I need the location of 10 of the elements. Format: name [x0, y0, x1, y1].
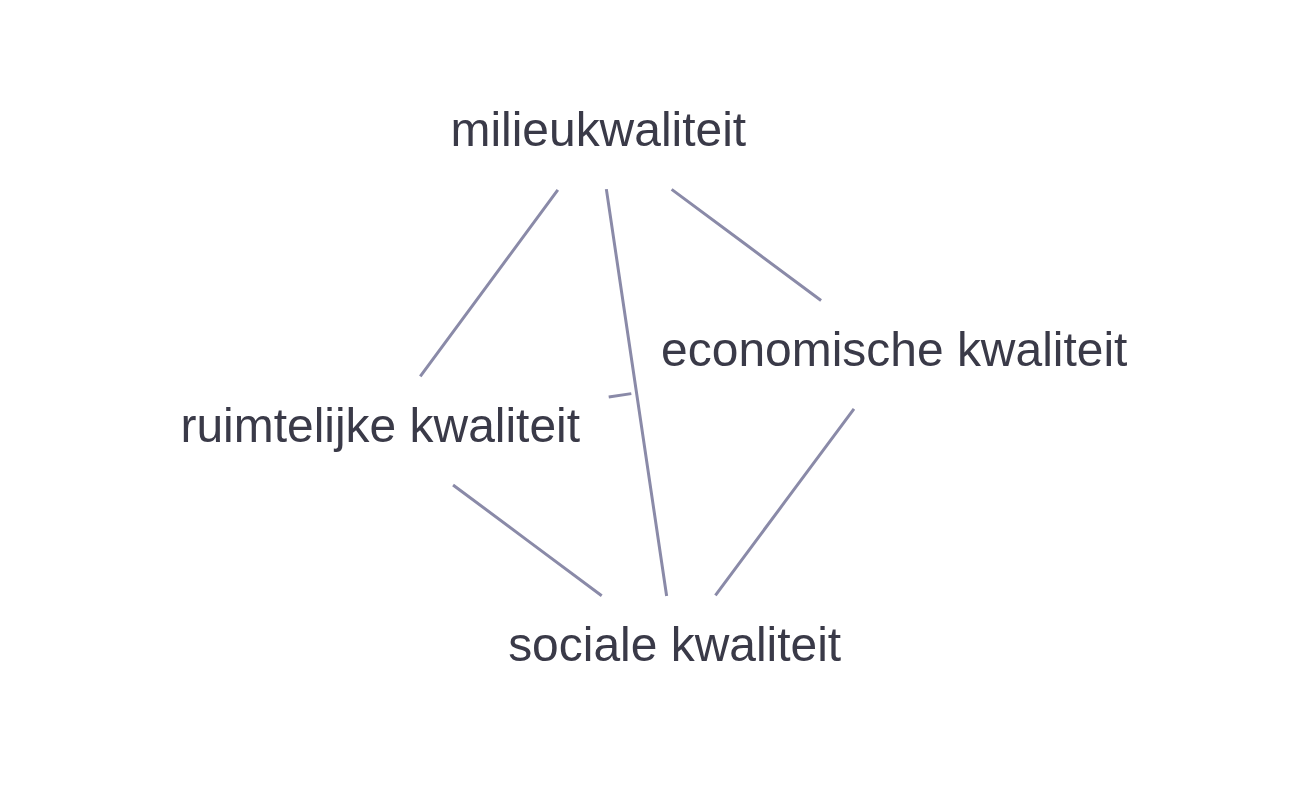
- node-text: sociale kwaliteit: [508, 618, 842, 672]
- connector: [608, 392, 632, 399]
- connector: [419, 188, 560, 378]
- node-text: milieukwaliteit: [450, 103, 747, 157]
- connector: [670, 188, 822, 302]
- connector: [604, 188, 669, 597]
- connector: [452, 483, 603, 597]
- node-text: economische kwaliteit: [661, 323, 1128, 377]
- node-text: ruimtelijke kwaliteit: [180, 399, 581, 453]
- connector: [714, 408, 856, 597]
